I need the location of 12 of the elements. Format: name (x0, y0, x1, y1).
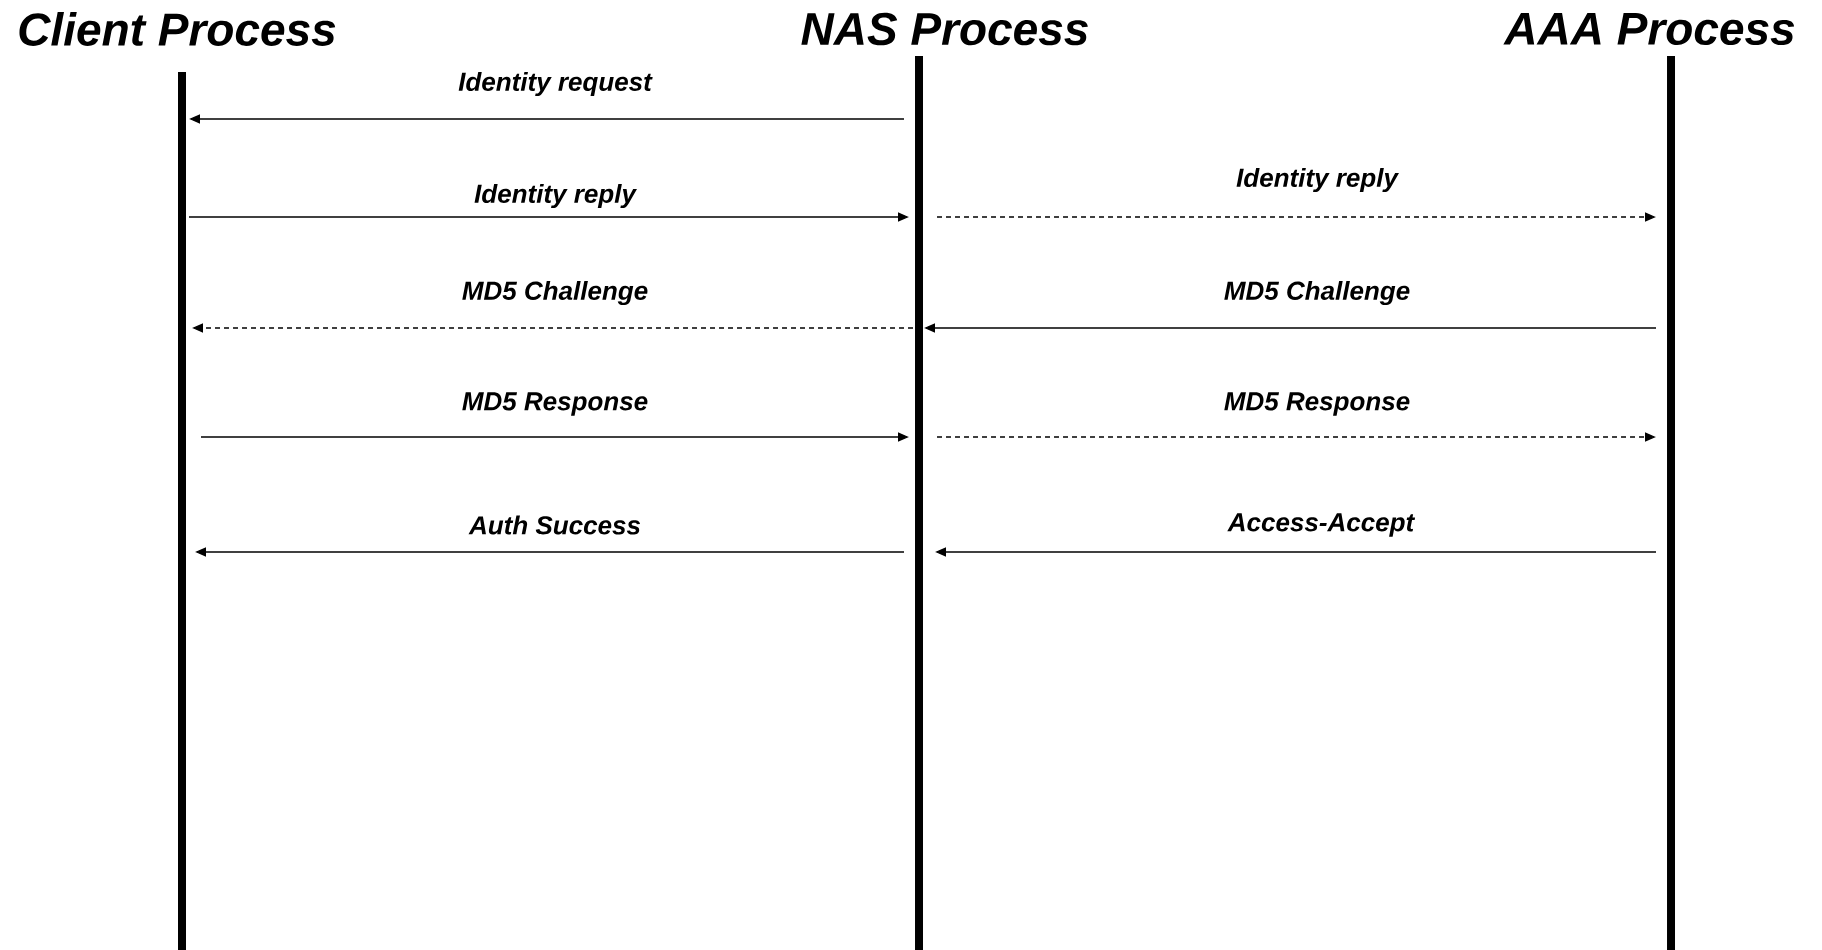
message-label: MD5 Challenge (462, 280, 648, 306)
message-label: Access-Accept (1227, 513, 1416, 537)
message-label: Identity reply (1236, 167, 1399, 193)
message-label: MD5 Challenge (1224, 280, 1410, 306)
message-label: Auth Success (468, 515, 641, 535)
participant-title: Client Process (19, 12, 336, 46)
message-label: MD5 Response (462, 392, 648, 416)
message-label: Identity reply (474, 183, 637, 209)
participant-title: AAA Process (1503, 12, 1795, 46)
message-label: MD5 Response (1224, 392, 1410, 416)
message-label: Identity request (458, 71, 653, 97)
participant-title: NAS Process (801, 12, 1088, 46)
